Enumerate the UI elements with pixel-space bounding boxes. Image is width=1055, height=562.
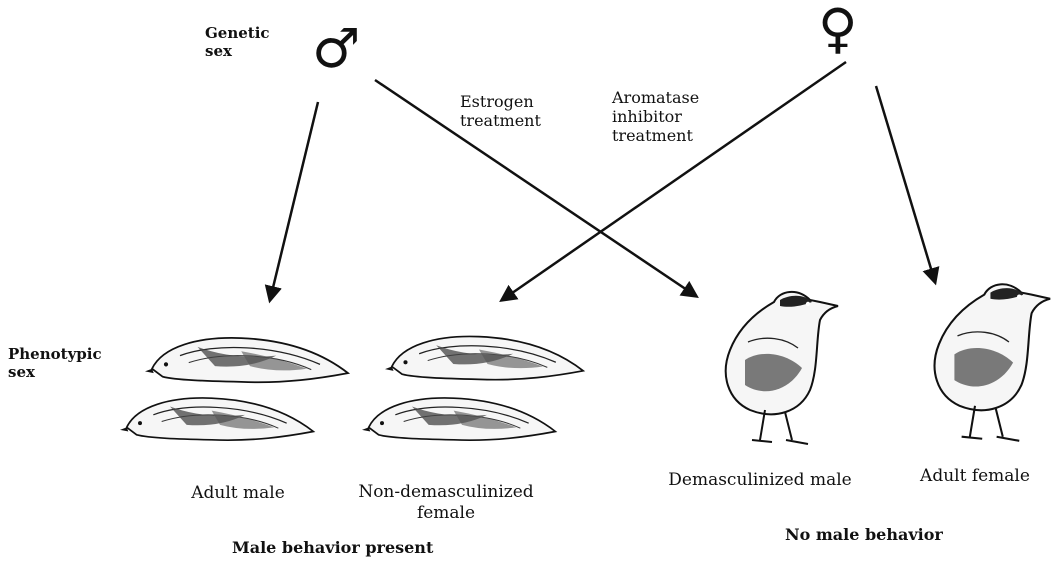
demasculinized-male-bird [726, 292, 838, 444]
no-male-behavior-label: No male behavior [785, 526, 943, 544]
female-symbol-icon: ♀ [818, 2, 858, 56]
adult-female-bird [935, 284, 1051, 441]
aromatase-line1: Aromatase [612, 88, 699, 107]
demasculinized-male-label: Demasculinized male [655, 470, 865, 491]
non-demasc-line2: female [336, 503, 556, 524]
genetic-sex-label: Genetic sex [205, 24, 270, 60]
adult-female-label: Adult female [900, 466, 1050, 487]
non-demasculinized-female-birds [362, 336, 583, 440]
estrogen-line2: treatment [460, 111, 541, 130]
arrow-female-to-adult-female [876, 86, 935, 282]
aromatase-line2: inhibitor [612, 107, 699, 126]
aromatase-treatment-label: Aromatase inhibitor treatment [612, 88, 699, 145]
non-demasculinized-female-label: Non-demasculinized female [336, 482, 556, 524]
arrow-male-to-adult-male [270, 102, 318, 300]
male-behavior-present-label: Male behavior present [232, 539, 433, 557]
male-symbol-icon: ♂ [312, 22, 360, 76]
non-demasc-line1: Non-demasculinized [336, 482, 556, 503]
estrogen-line1: Estrogen [460, 92, 541, 111]
phenotypic-sex-line2: sex [8, 363, 102, 381]
estrogen-treatment-label: Estrogen treatment [460, 92, 541, 130]
aromatase-line3: treatment [612, 126, 699, 145]
adult-male-label: Adult male [168, 483, 308, 504]
phenotypic-sex-line1: Phenotypic [8, 345, 102, 363]
phenotypic-sex-label: Phenotypic sex [8, 345, 102, 381]
genetic-sex-label-line1: Genetic [205, 24, 270, 42]
genetic-sex-label-line2: sex [205, 42, 270, 60]
adult-male-birds [120, 338, 348, 440]
